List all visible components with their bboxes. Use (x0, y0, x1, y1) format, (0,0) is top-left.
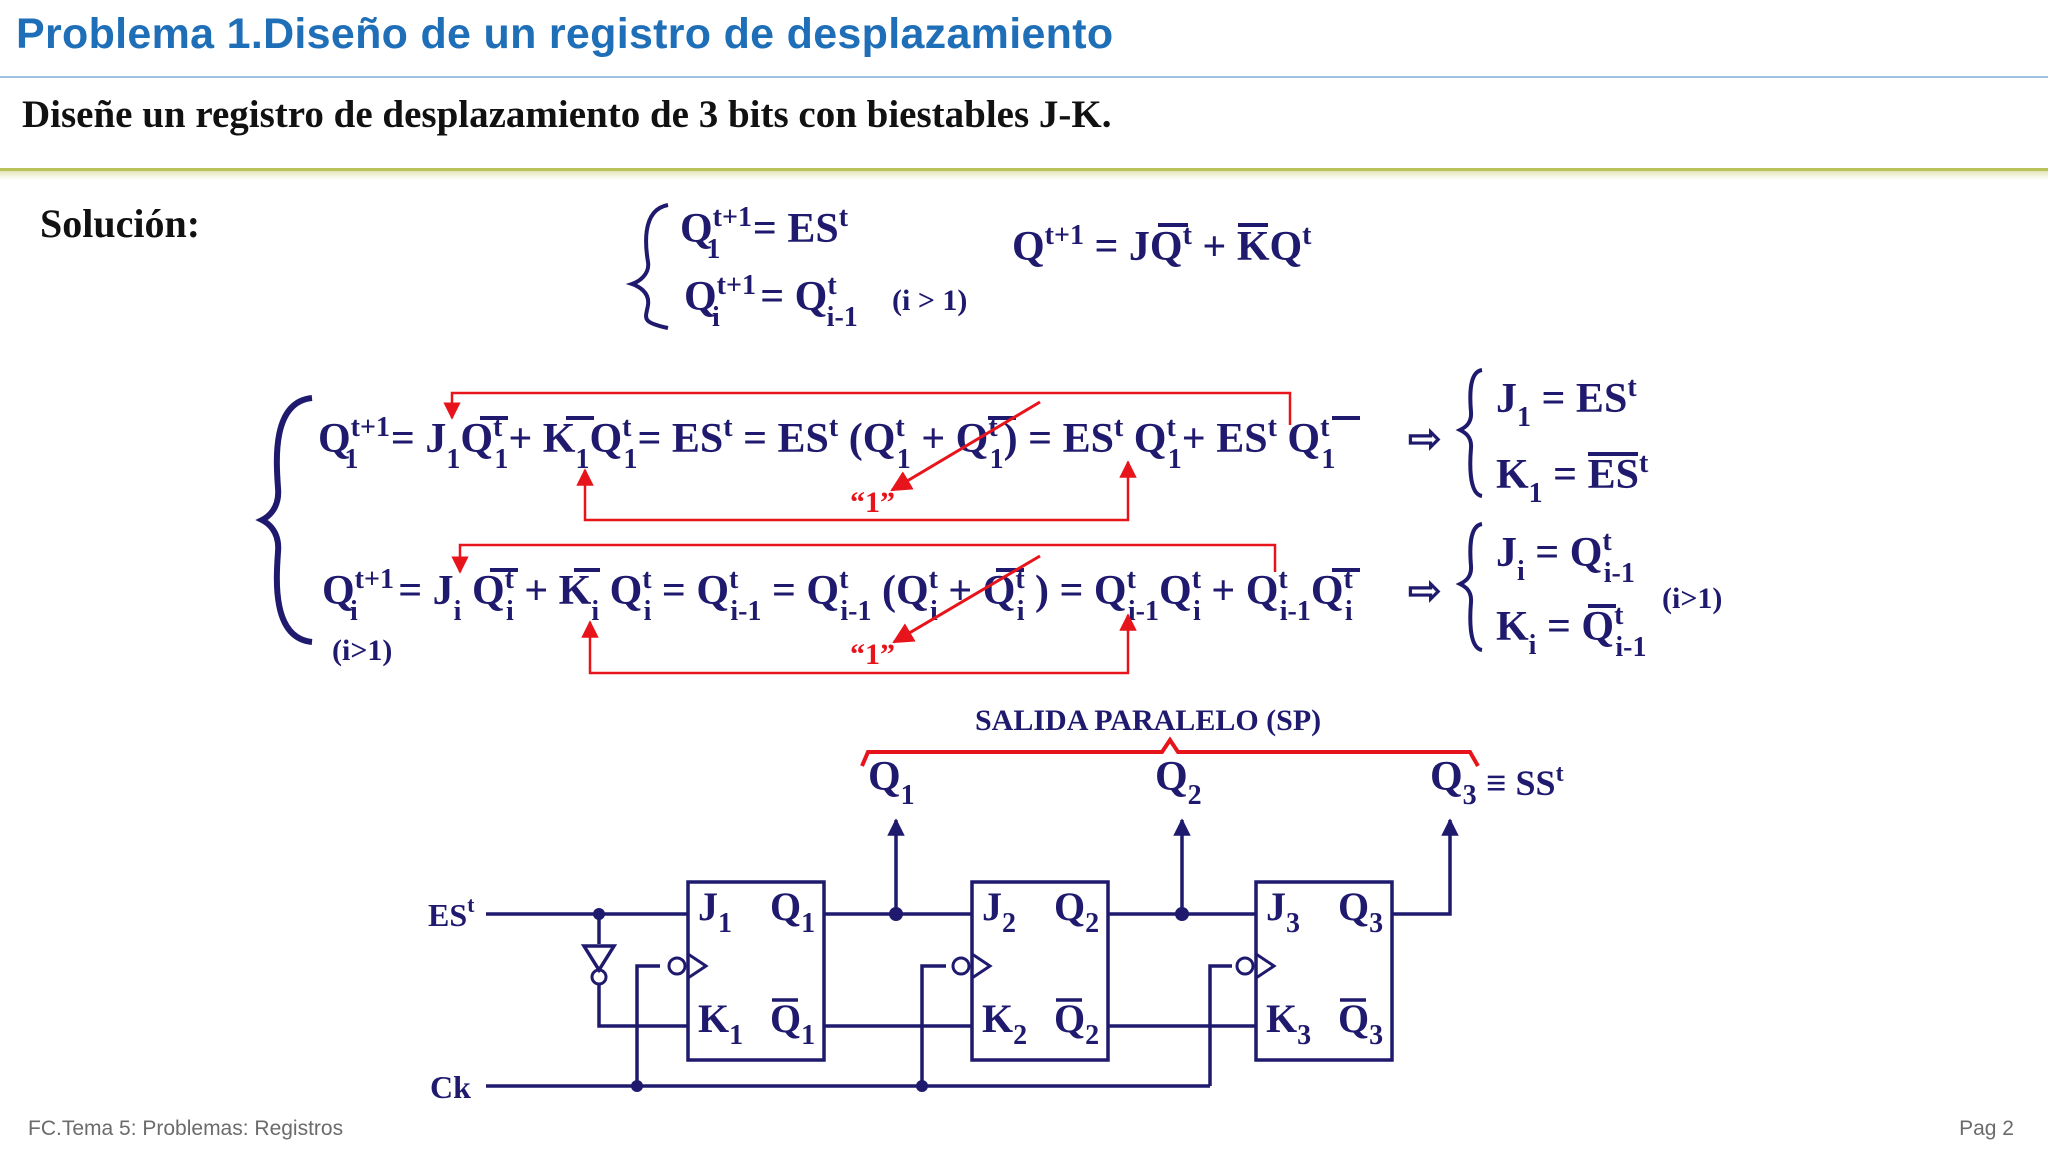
svg-text:J3: J3 (1266, 884, 1300, 939)
footer-course: FC.Tema 5: Problemas: Registros (28, 1117, 344, 1140)
one-label-row-2: “1” (850, 638, 895, 671)
junction-dot (889, 907, 903, 921)
condition-label-result: (i>1) (1662, 582, 1722, 615)
cancel-slash-2 (892, 554, 1041, 644)
red-arrow-j1 (443, 391, 1292, 425)
junction-dot (1175, 907, 1189, 921)
decorative-band-line (0, 168, 2048, 171)
solution-label: Solución: (40, 201, 201, 246)
brace-top (625, 203, 669, 330)
inverter (580, 944, 618, 974)
output-arrow-q3 (1392, 818, 1459, 916)
svg-text:K1: K1 (698, 996, 743, 1051)
decorative-band (0, 168, 2048, 180)
k1-result: K1 = ESt (1496, 448, 1649, 509)
svg-text:Q1: Q1 (770, 884, 815, 939)
title-divider (0, 76, 2048, 78)
output-bracket (860, 736, 1480, 767)
es-input-label: ESt (428, 892, 475, 933)
one-label-row-1: “1” (850, 486, 895, 519)
flip-flop-3: J3 Q3 K3 Q3 (1235, 880, 1394, 1062)
svg-text:Q3: Q3 (1338, 884, 1383, 939)
output-label-q1: Q1 (868, 754, 915, 811)
problem-statement: Diseñe un registro de desplazamiento de … (22, 93, 1112, 136)
salida-paralelo-label: SALIDA PARALELO (SP) (975, 704, 1321, 737)
output-label-q2: Q2 (1155, 754, 1202, 811)
footer-page-number: Pag 2 (1959, 1117, 2014, 1140)
shift-register-circuit: SALIDA PARALELO (SP) Q1 Q2 Q3 ≡ SSt ESt … (428, 704, 1564, 1105)
condition-label: (i > 1) (892, 284, 967, 317)
ss-label: ≡ SSt (1486, 761, 1564, 803)
svg-text:J2: J2 (982, 884, 1016, 939)
implies-arrow: ⇨ (1408, 568, 1442, 613)
svg-text:Q3: Q3 (1338, 996, 1383, 1051)
ck-input-label: Ck (430, 1069, 471, 1105)
page-title: Problema 1.Diseño de un registro de desp… (16, 10, 1114, 58)
j1-result: J1 = ESt (1496, 372, 1637, 433)
red-arrow-ji (451, 543, 1277, 574)
implies-arrow: ⇨ (1408, 416, 1442, 461)
brace-result-1 (1455, 368, 1483, 498)
brace-result-2 (1455, 522, 1483, 652)
svg-text:K2: K2 (982, 996, 1027, 1051)
red-arrow-k1 (576, 460, 1137, 522)
red-arrow-ki (581, 613, 1137, 675)
output-label-q3: Q3 (1430, 754, 1477, 811)
big-brace (255, 395, 313, 645)
cancel-slash-1 (890, 400, 1041, 492)
flip-flop-1: J1 Q1 K1 Q1 (667, 880, 826, 1062)
condition-label-row-2: (i>1) (332, 634, 392, 667)
jk-characteristic-eq: Qt+1 = JQt + KQt (1012, 220, 1312, 270)
flip-flop-2: J2 Q2 K2 Q2 (951, 880, 1110, 1062)
svg-text:K3: K3 (1266, 996, 1311, 1051)
svg-text:Q2: Q2 (1054, 996, 1099, 1051)
svg-text:Q1: Q1 (770, 996, 815, 1051)
svg-text:J1: J1 (698, 884, 732, 939)
svg-text:Q2: Q2 (1054, 884, 1099, 939)
